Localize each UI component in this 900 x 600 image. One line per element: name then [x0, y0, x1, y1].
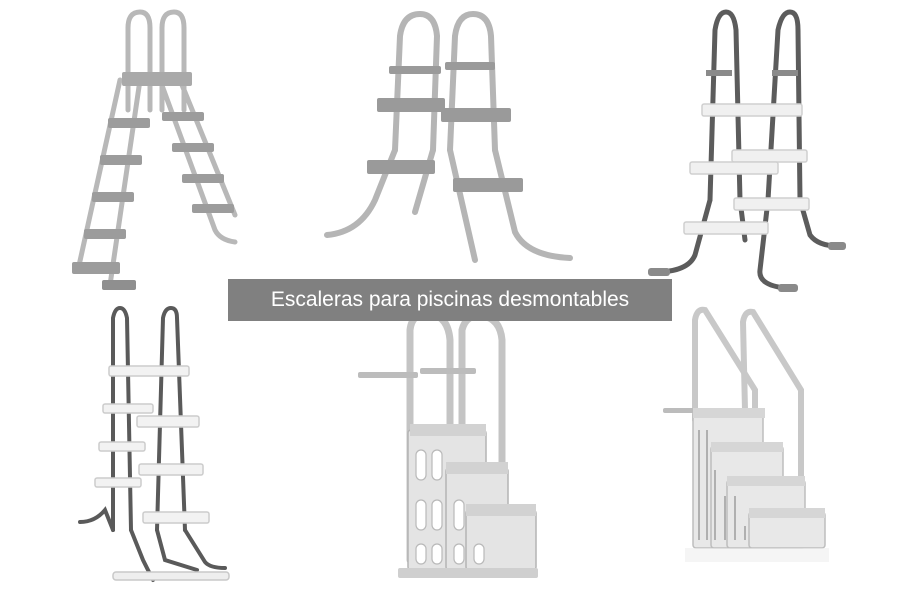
product-image-a-frame-ladder-platform: [50, 0, 250, 300]
three-step-ladder-dark-illustration: [648, 9, 846, 292]
in-pool-steps-illustration: [663, 306, 829, 562]
product-image-in-pool-steps: [655, 300, 840, 600]
caption-text: Escaleras para piscinas desmontables: [270, 288, 630, 311]
product-image-four-step-ladder-dark: [65, 300, 245, 600]
product-image-entry-step-system: [350, 300, 550, 600]
two-step-ladder-illustration: [324, 10, 573, 263]
caption-banner: Escaleras para piscinas desmontables: [228, 279, 672, 321]
product-image-three-step-ladder-dark: [640, 0, 850, 300]
a-frame-ladder-platform-illustration: [72, 9, 238, 290]
entry-step-system-illustration: [358, 310, 538, 578]
four-step-ladder-dark-illustration: [78, 305, 230, 582]
product-image-two-step-ladder: [315, 0, 585, 300]
